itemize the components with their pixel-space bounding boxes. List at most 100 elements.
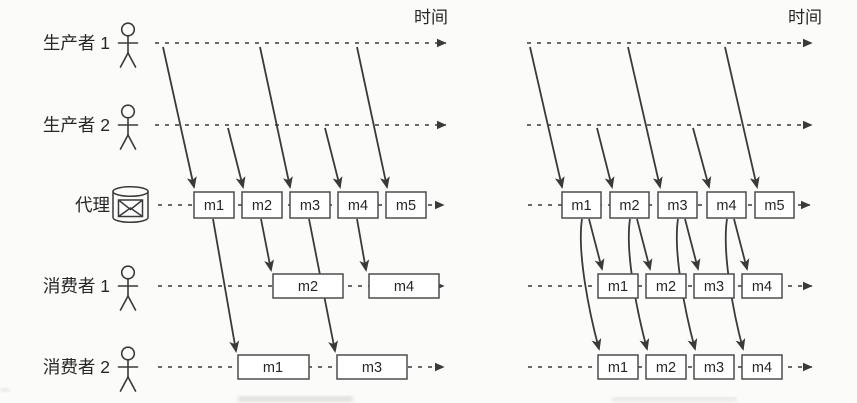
arrow-right-p2-m4 — [692, 127, 712, 189]
message-box: m2 — [609, 191, 650, 219]
right-consumer2-messages: m1 m2 m3 m4 — [597, 354, 783, 380]
person-icon-producer1 — [117, 22, 139, 68]
message-box: m2 — [645, 354, 687, 380]
arrow-right-p1-m5 — [724, 46, 760, 189]
left-row-icons — [112, 22, 149, 392]
message-box-label: m5 — [764, 198, 784, 214]
message-box-label: m2 — [298, 279, 318, 295]
message-box: m3 — [289, 191, 331, 219]
message-box: m2 — [645, 273, 687, 299]
message-box: m4 — [741, 273, 783, 299]
message-box-rect — [336, 354, 408, 380]
right-time-label: 时间 — [788, 8, 822, 27]
arrow-right-m2-consumer1 — [636, 218, 653, 271]
arrow-right-m1-consumer1 — [588, 218, 605, 271]
message-box: m4 — [706, 191, 747, 219]
arrow-right-p1-m3 — [627, 46, 663, 189]
left-time-label: 时间 — [414, 8, 448, 27]
message-box-label: m2 — [252, 198, 272, 214]
message-box: m1 — [237, 354, 310, 380]
arrow-right-m1-consumer2 — [579, 218, 602, 351]
label-consumer2: 消费者 2 — [43, 357, 110, 377]
arrow-left-m1-consumer2 — [212, 218, 240, 353]
message-box: m2 — [272, 273, 344, 299]
message-box-rect — [645, 354, 687, 380]
message-box-label: m3 — [300, 198, 320, 214]
message-box-rect — [337, 191, 379, 219]
message-box-label: m3 — [704, 279, 724, 295]
message-box-rect — [741, 354, 783, 380]
message-box-rect — [693, 354, 735, 380]
message-box-rect — [193, 191, 235, 219]
message-box: m2 — [241, 191, 283, 219]
arrow-left-p2-m4 — [324, 127, 343, 189]
message-box-rect — [561, 191, 602, 219]
message-box-rect — [241, 191, 283, 219]
message-box-label: m4 — [752, 360, 772, 376]
message-box-label: m3 — [362, 360, 382, 376]
right-consumer1-messages: m1 m2 m3 m4 — [597, 273, 783, 299]
bottom-scan-smudge — [0, 388, 737, 402]
right-broker-queue: m1 m2 m3 m4 m5 — [561, 191, 795, 219]
message-box: m3 — [336, 354, 408, 380]
arrow-left-p1-m5 — [356, 46, 390, 189]
message-box-label: m4 — [716, 198, 736, 214]
message-box-rect — [741, 273, 783, 299]
message-box: m3 — [693, 273, 735, 299]
message-box-label: m1 — [608, 279, 628, 295]
message-box: m4 — [368, 273, 440, 299]
message-box: m1 — [561, 191, 602, 219]
arrow-left-p1-m3 — [259, 46, 293, 189]
message-box: m5 — [385, 191, 427, 219]
arrow-right-p1-m1 — [529, 46, 565, 189]
left-consumer2-messages: m1 m3 — [237, 354, 408, 380]
message-queue-icon — [112, 185, 149, 224]
arrow-right-m3-consumer1 — [684, 218, 701, 271]
left-row-labels: 生产者 1 生产者 2 代理 消费者 1 消费者 2 — [43, 33, 110, 377]
message-box-label: m1 — [263, 360, 283, 376]
label-consumer1: 消费者 1 — [43, 276, 110, 296]
message-box: m3 — [657, 191, 698, 219]
message-box-rect — [645, 273, 687, 299]
arrow-right-p2-m2 — [596, 127, 615, 189]
message-box-label: m3 — [667, 198, 687, 214]
message-box-rect — [597, 273, 639, 299]
message-box: m4 — [337, 191, 379, 219]
arrow-left-p1-m1 — [162, 46, 197, 189]
label-producer2: 生产者 2 — [43, 115, 110, 135]
message-box-label: m1 — [204, 198, 224, 214]
message-box: m3 — [693, 354, 735, 380]
message-box-label: m1 — [571, 198, 591, 214]
label-broker: 代理 — [75, 195, 110, 215]
message-box-rect — [693, 273, 735, 299]
message-box-rect — [289, 191, 331, 219]
message-box-rect — [706, 191, 747, 219]
message-box-label: m4 — [394, 279, 414, 295]
message-box: m1 — [597, 354, 639, 380]
message-box-rect — [368, 273, 440, 299]
left-consumer1-messages: m2 m4 — [272, 273, 440, 299]
message-box: m1 — [597, 273, 639, 299]
message-box-label: m2 — [656, 360, 676, 376]
message-box-rect — [237, 354, 310, 380]
message-box-label: m3 — [704, 360, 724, 376]
arrow-left-m2-consumer1 — [260, 218, 274, 272]
message-box-rect — [754, 191, 795, 219]
right-diagram: 时间 m1 — [527, 8, 822, 380]
right-producer-arrows — [529, 46, 760, 189]
arrow-left-p2-m2 — [227, 127, 246, 189]
message-box-label: m4 — [348, 198, 368, 214]
message-box-rect — [272, 273, 344, 299]
message-box: m5 — [754, 191, 795, 219]
label-producer1: 生产者 1 — [43, 33, 110, 53]
message-box-rect — [597, 354, 639, 380]
arrow-left-m4-consumer1 — [356, 218, 370, 272]
message-box-label: m2 — [656, 279, 676, 295]
person-icon-consumer1 — [117, 265, 139, 311]
message-box: m4 — [741, 354, 783, 380]
message-box: m1 — [193, 191, 235, 219]
left-diagram: 时间 生产者 1 生产者 2 代理 消费者 1 消费者 2 — [43, 8, 448, 392]
message-box-label: m5 — [396, 198, 416, 214]
